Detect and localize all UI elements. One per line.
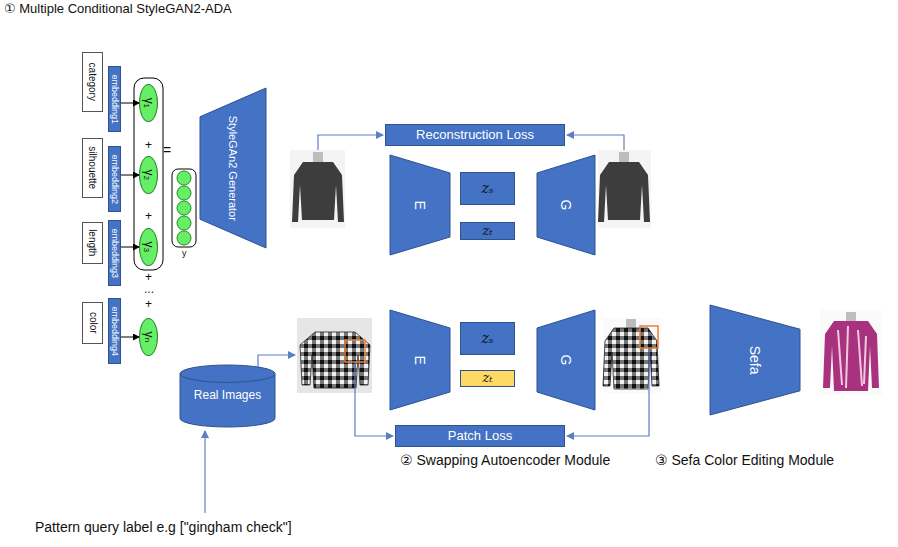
title: ① Multiple Conditional StyleGAN2-ADA [4, 2, 232, 17]
embedding-box: embedding2 [108, 146, 121, 212]
flow-lines [205, 135, 649, 513]
connector [121, 337, 139, 338]
node-text: Reconstruction Loss [416, 128, 534, 143]
photo-recolored [820, 310, 882, 395]
node-text: length [87, 229, 99, 256]
encoder-trapezoid: E [390, 155, 450, 255]
embedding-box: embedding3 [108, 220, 121, 286]
node-text: category [87, 63, 99, 101]
generator-trapezoid: G [537, 310, 595, 410]
loss-box: Reconstruction Loss [385, 124, 565, 146]
gamma-ellipse: γₙ [139, 318, 158, 356]
condition-box: silhouette [82, 138, 103, 198]
condition-box: category [82, 52, 103, 112]
connector [121, 247, 139, 248]
module-label: ② Swapping Autoencoder Module [400, 452, 610, 468]
database-cylinder: Real Images [180, 365, 275, 427]
generator-trapezoid: StyleGAn2 Generator [200, 88, 266, 248]
photo-swapped [603, 318, 661, 393]
node-text: silhouette [87, 147, 99, 190]
node-text: G [558, 355, 574, 366]
node-text: zₜ [482, 371, 492, 386]
node-text: γ₁ [142, 98, 156, 108]
photo-input [290, 150, 345, 228]
gamma-ellipse: γ₃ [139, 228, 158, 266]
node-text: γₙ [142, 332, 156, 343]
equals-sign: = [163, 142, 171, 158]
node-text: Real Images [194, 389, 261, 403]
query-label: Pattern query label e.g ["gingham check"… [35, 519, 292, 535]
node-text: E [412, 355, 428, 364]
node-text: embedding3 [109, 228, 119, 278]
latent-box: zₛ [460, 322, 515, 355]
gamma-ellipse: γ₁ [139, 84, 158, 122]
node-text: γ₂ [142, 170, 156, 181]
photo-pattern [297, 318, 372, 393]
node-text: embedding2 [109, 154, 119, 204]
embedding-box: embedding4 [108, 298, 121, 364]
node-text: Sefa [747, 346, 763, 375]
node-text: Patch Loss [448, 429, 512, 444]
node-text: E [412, 200, 428, 209]
node-text: embedding1 [109, 74, 119, 124]
latent-box: zₜ [460, 222, 515, 240]
plus-sign: + [145, 139, 152, 153]
embedding-box: embedding1 [108, 66, 121, 132]
plus-sign: + [145, 298, 152, 312]
node-text: zₛ [481, 330, 493, 346]
loss-box: Patch Loss [395, 425, 565, 447]
latent-box: zₜ [460, 370, 515, 387]
latent-box: zₛ [460, 172, 515, 205]
node-text: zₛ [481, 180, 493, 196]
gamma-ellipse: γ₂ [139, 156, 158, 194]
module-label: ③ Sefa Color Editing Module [655, 452, 834, 468]
photo-reconstruction [598, 150, 651, 228]
connector [121, 103, 139, 104]
ellipsis: ... [144, 283, 154, 297]
node-text: color [87, 312, 99, 334]
connector [121, 175, 139, 176]
node-text: G [558, 200, 574, 211]
node-text: γ₃ [142, 242, 156, 253]
y-vector [172, 169, 196, 247]
node-text: StyleGAn2 Generator [227, 115, 240, 220]
condition-box: length [82, 222, 103, 264]
vector-label: y [182, 248, 187, 258]
encoder-trapezoid: E [390, 310, 450, 410]
generator-trapezoid: G [537, 155, 595, 255]
node-text: embedding4 [109, 306, 119, 356]
plus-sign: + [145, 210, 152, 224]
sefa-trapezoid: Sefa [710, 305, 800, 415]
condition-box: color [82, 302, 103, 344]
node-text: zₜ [482, 224, 492, 239]
gamma-group [134, 78, 163, 270]
